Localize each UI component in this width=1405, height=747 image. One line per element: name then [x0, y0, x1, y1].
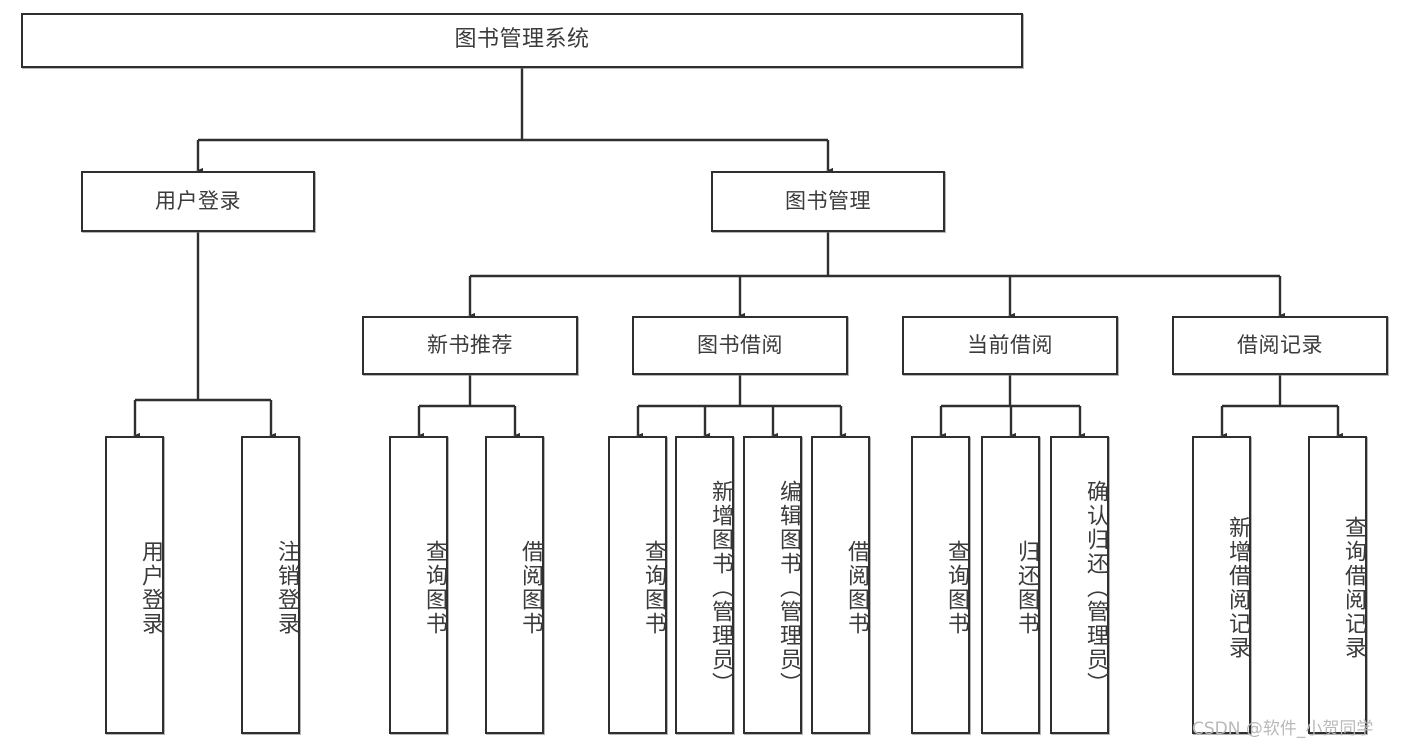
node-label: 归还图书: [1014, 540, 1039, 636]
watermark-label: CSDN @软件_小贺同学: [1192, 719, 1374, 739]
node-label: 注销登录: [274, 540, 299, 636]
node-label: 查询借阅记录: [1341, 516, 1366, 660]
node-borrow-record[interactable]: 借阅记录: [1172, 316, 1388, 375]
node-new-book-rec[interactable]: 新书推荐: [362, 316, 578, 375]
node-leaf-cb-return[interactable]: 归还图书: [981, 436, 1040, 734]
node-leaf-rec-borrow[interactable]: 借阅图书: [485, 436, 544, 734]
node-user-login[interactable]: 用户登录: [81, 171, 315, 232]
node-leaf-br-query[interactable]: 查询借阅记录: [1308, 436, 1367, 734]
node-label: 借阅图书: [844, 540, 869, 636]
node-label: 图书管理系统: [454, 27, 590, 53]
node-leaf-rec-query[interactable]: 查询图书: [389, 436, 448, 734]
node-label: 借阅记录: [1237, 332, 1323, 357]
node-label: 查询图书: [422, 540, 447, 636]
node-book-manage[interactable]: 图书管理: [711, 171, 945, 232]
node-label: 当前借阅: [967, 332, 1053, 357]
node-label: 借阅图书: [518, 540, 543, 636]
node-leaf-bb-edit[interactable]: 编辑图书（管理员）: [743, 436, 802, 734]
node-leaf-user-logout[interactable]: 注销登录: [241, 436, 300, 734]
node-leaf-cb-confirm[interactable]: 确认归还（管理员）: [1050, 436, 1109, 734]
tree-connectors: [129, 68, 1344, 442]
node-book-borrow[interactable]: 图书借阅: [632, 316, 848, 375]
node-label: 图书借阅: [697, 332, 783, 357]
node-label: 新书推荐: [427, 332, 513, 357]
node-leaf-cb-query[interactable]: 查询图书: [911, 436, 970, 734]
node-label: 新增借阅记录: [1225, 516, 1250, 660]
node-leaf-br-add[interactable]: 新增借阅记录: [1192, 436, 1251, 734]
node-label: 图书管理: [785, 188, 871, 213]
node-label: 用户登录: [155, 188, 241, 213]
node-leaf-user-login[interactable]: 用户登录: [105, 436, 164, 734]
node-leaf-bb-borrow[interactable]: 借阅图书: [811, 436, 870, 734]
node-label: 新增图书（管理员）: [708, 480, 733, 696]
node-label: 确认归还（管理员）: [1083, 480, 1108, 696]
node-label: 编辑图书（管理员）: [776, 480, 801, 696]
node-label: 查询图书: [944, 540, 969, 636]
node-label: 查询图书: [641, 540, 666, 636]
node-leaf-bb-query[interactable]: 查询图书: [608, 436, 667, 734]
node-label: 用户登录: [138, 540, 163, 636]
node-root[interactable]: 图书管理系统: [21, 13, 1023, 68]
node-current-borrow[interactable]: 当前借阅: [902, 316, 1118, 375]
node-leaf-bb-add[interactable]: 新增图书（管理员）: [675, 436, 734, 734]
